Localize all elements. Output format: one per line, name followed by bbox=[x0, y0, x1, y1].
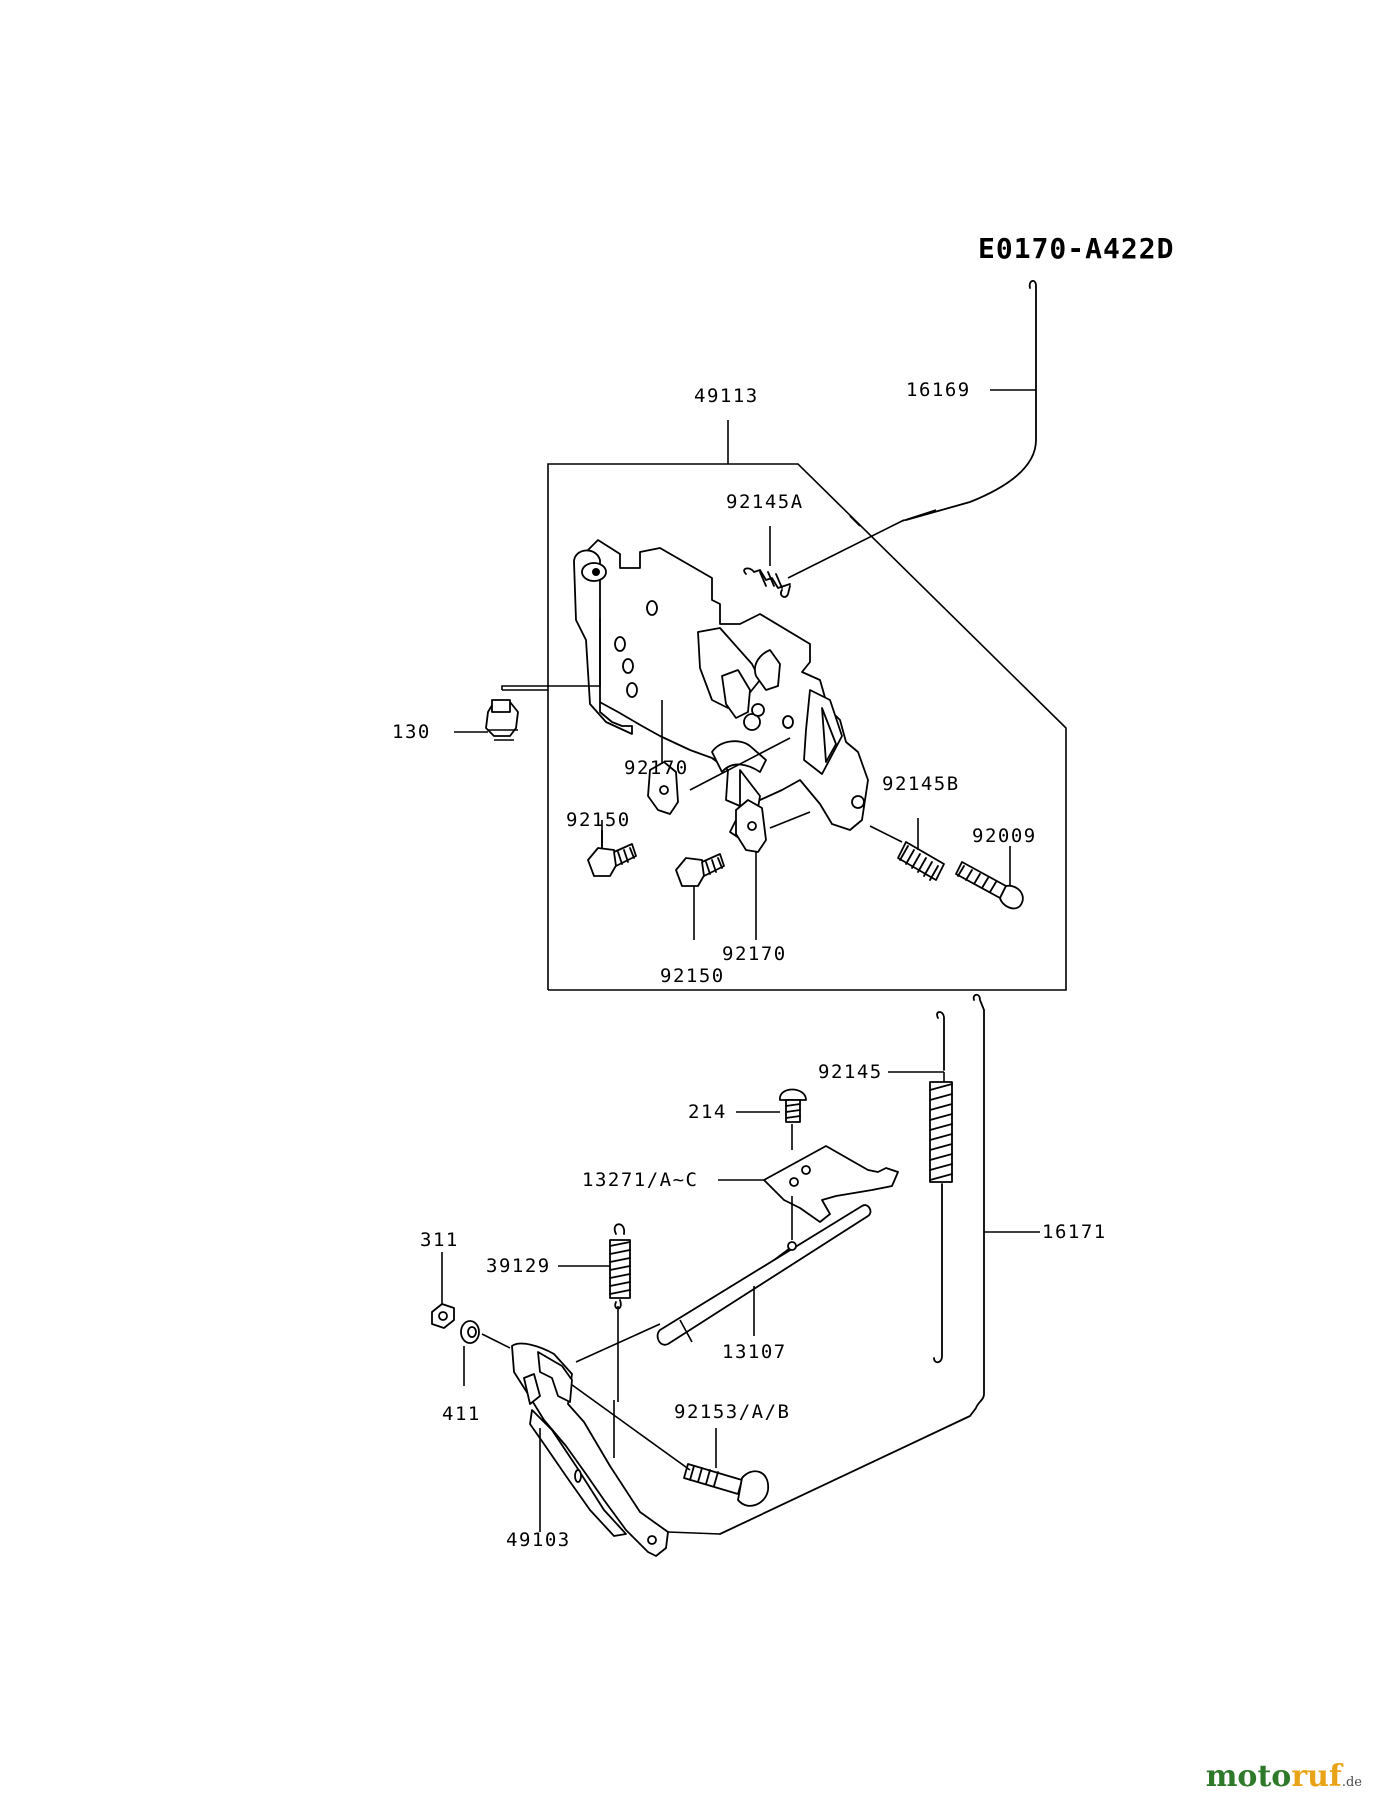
label-92153: 92153/A/B bbox=[674, 1401, 790, 1423]
label-13107: 13107 bbox=[722, 1341, 787, 1363]
spring-92145 bbox=[888, 1011, 953, 1364]
label-16169: 16169 bbox=[906, 379, 971, 401]
label-92170-lower: 92170 bbox=[722, 943, 787, 965]
flange-bolt-92150-left bbox=[587, 830, 637, 877]
cable-clamp-92170-left bbox=[647, 700, 791, 815]
label-311: 311 bbox=[420, 1229, 459, 1251]
label-92009: 92009 bbox=[972, 825, 1037, 847]
spring-92145A bbox=[743, 515, 905, 598]
label-92145A: 92145A bbox=[726, 491, 804, 513]
bolt-92153 bbox=[567, 1381, 769, 1507]
label-92145: 92145 bbox=[818, 1061, 883, 1083]
label-39129: 39129 bbox=[486, 1255, 551, 1277]
plate-13271 bbox=[718, 1145, 899, 1240]
label-92150-upper: 92150 bbox=[566, 809, 631, 831]
washer-411 bbox=[460, 1320, 511, 1386]
governor-plate bbox=[573, 539, 869, 841]
label-214: 214 bbox=[688, 1101, 727, 1123]
label-411: 411 bbox=[442, 1403, 481, 1425]
shaft-13107 bbox=[656, 1204, 872, 1346]
brand-logo: motoruf.de bbox=[1205, 1759, 1362, 1794]
spring-92145B bbox=[869, 818, 945, 881]
screw-92009 bbox=[955, 846, 1024, 910]
label-49103: 49103 bbox=[506, 1529, 571, 1551]
label-49113: 49113 bbox=[694, 385, 759, 407]
screw-214 bbox=[736, 1088, 807, 1150]
cable-clamp-92170-right bbox=[735, 799, 811, 940]
rod-16169 bbox=[901, 280, 1037, 522]
rod-16171 bbox=[719, 993, 1040, 1535]
nut-311 bbox=[431, 1252, 455, 1329]
flange-bolt-92150-right bbox=[675, 853, 725, 940]
diagram-code: E0170-A422D bbox=[978, 232, 1174, 265]
label-16171: 16171 bbox=[1042, 1221, 1107, 1243]
label-13271: 13271/A~C bbox=[582, 1169, 698, 1191]
assembly-frame-49113 bbox=[547, 420, 1067, 991]
label-92170-upper: 92170 bbox=[624, 757, 689, 779]
label-130: 130 bbox=[392, 721, 431, 743]
label-92150-lower: 92150 bbox=[660, 965, 725, 987]
spring-39129 bbox=[558, 1223, 631, 1310]
lever-49103 bbox=[511, 1323, 721, 1557]
part-labels: 49113 16169 92145A 130 92170 92145B 9215… bbox=[392, 379, 1107, 1551]
label-92145B: 92145B bbox=[882, 773, 960, 795]
flange-bolt-130 bbox=[454, 699, 519, 741]
